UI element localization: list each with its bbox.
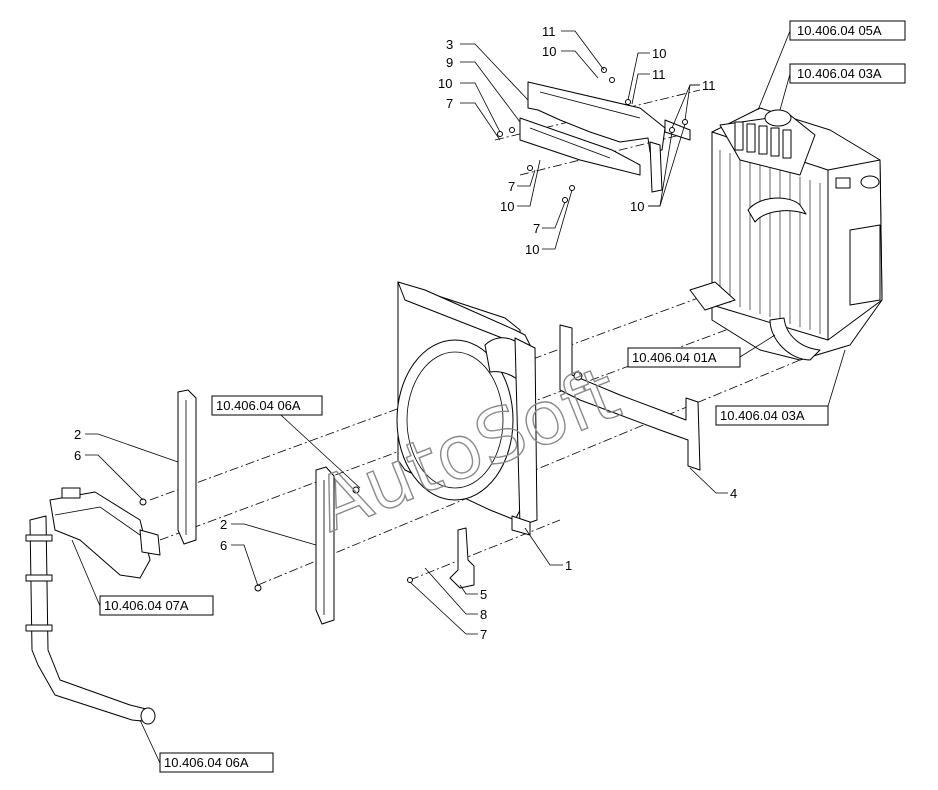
callout-5: 5 [480, 587, 487, 602]
callout-4: 4 [730, 486, 737, 501]
expansion-tank [49, 487, 161, 579]
svg-text:10.406.04 03A: 10.406.04 03A [720, 408, 805, 423]
callout-7-a: 7 [446, 96, 453, 111]
svg-text:10.406.04 05A: 10.406.04 05A [797, 23, 882, 38]
fan-shroud [396, 281, 538, 536]
callout-10-b: 10 [652, 46, 666, 61]
callout-7-c: 7 [533, 221, 540, 236]
callout-6-b: 6 [220, 538, 227, 553]
callout-2-a: 2 [74, 427, 81, 442]
top-tank-ribs [734, 121, 792, 159]
ref-box-mid-2[interactable]: 10.406.04 03A [715, 405, 829, 426]
callout-7-b: 7 [508, 179, 515, 194]
leader-lines [71, 30, 846, 764]
vertical-seal-strip-upper [177, 389, 197, 545]
radiator-cooler-pack [689, 107, 883, 361]
callout-10-f: 10 [525, 242, 539, 257]
callout-11-b: 11 [652, 67, 666, 82]
ref-box-left-2[interactable]: 10.406.04 07A [99, 595, 214, 616]
ref-box-left-1[interactable]: 10.406.04 06A [211, 395, 323, 416]
callout-9: 9 [446, 55, 453, 70]
coolant-pipe [25, 515, 156, 725]
callout-10-e: 10 [630, 199, 644, 214]
callout-6-a: 6 [74, 448, 81, 463]
long-side-bracket [559, 324, 701, 471]
callout-7-d: 7 [480, 627, 487, 642]
callout-1: 1 [565, 558, 572, 573]
filler-cap [764, 109, 792, 127]
callout-10-c: 10 [438, 76, 452, 91]
callout-10-d: 10 [500, 199, 514, 214]
callout-11-c: 11 [702, 78, 716, 93]
callout-8: 8 [480, 607, 487, 622]
callout-10-a: 10 [542, 44, 556, 59]
callout-11-a: 11 [542, 24, 556, 39]
ref-box-top-1[interactable]: 10.406.04 05A [789, 20, 906, 41]
svg-text:10.406.04 06A: 10.406.04 06A [164, 755, 249, 770]
callout-3: 3 [446, 37, 453, 52]
ref-box-mid-1[interactable]: 10.406.04 01A [627, 347, 741, 368]
svg-text:10.406.04 07A: 10.406.04 07A [104, 598, 189, 613]
callout-numbers: 11 10 10 11 3 9 10 7 11 7 10 10 7 10 2 6… [74, 24, 737, 642]
svg-text:10.406.04 01A: 10.406.04 01A [632, 350, 717, 365]
top-bracket-assembly [519, 81, 691, 193]
svg-text:10.406.04 03A: 10.406.04 03A [797, 66, 882, 81]
callout-2-b: 2 [220, 517, 227, 532]
small-mounting-bracket [449, 527, 475, 589]
ref-box-top-2[interactable]: 10.406.04 03A [789, 63, 906, 84]
fasteners [139, 67, 688, 592]
ref-box-bottom[interactable]: 10.406.04 06A [159, 752, 274, 773]
svg-text:10.406.04 06A: 10.406.04 06A [216, 398, 301, 413]
radiator-core-fins [719, 150, 821, 334]
vertical-seal-strip-lower [315, 466, 335, 625]
